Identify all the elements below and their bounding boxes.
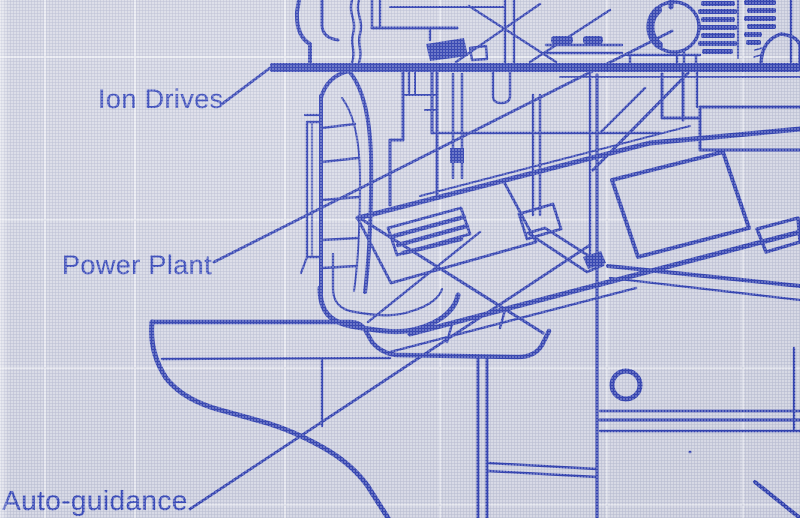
porthole-circle (609, 368, 643, 402)
hull-band (270, 63, 800, 72)
label-ion-drives: Ion Drives (98, 84, 224, 114)
side-plate (305, 120, 322, 259)
label-auto-guidance: Auto-guidance (2, 485, 188, 516)
hose (349, 0, 356, 65)
power-plant-deck (355, 125, 800, 354)
hull-block (407, 70, 800, 217)
keel-piping (476, 73, 800, 518)
auto-guidance-leader-line (188, 243, 592, 511)
strut (454, 2, 542, 64)
ion-drives-leader-line (220, 66, 272, 106)
dome (759, 32, 800, 65)
intake-duct (388, 70, 439, 207)
hull-fin (149, 319, 552, 518)
deck-plate-large (610, 150, 751, 259)
label-power-plant: Power Plant (62, 250, 212, 280)
